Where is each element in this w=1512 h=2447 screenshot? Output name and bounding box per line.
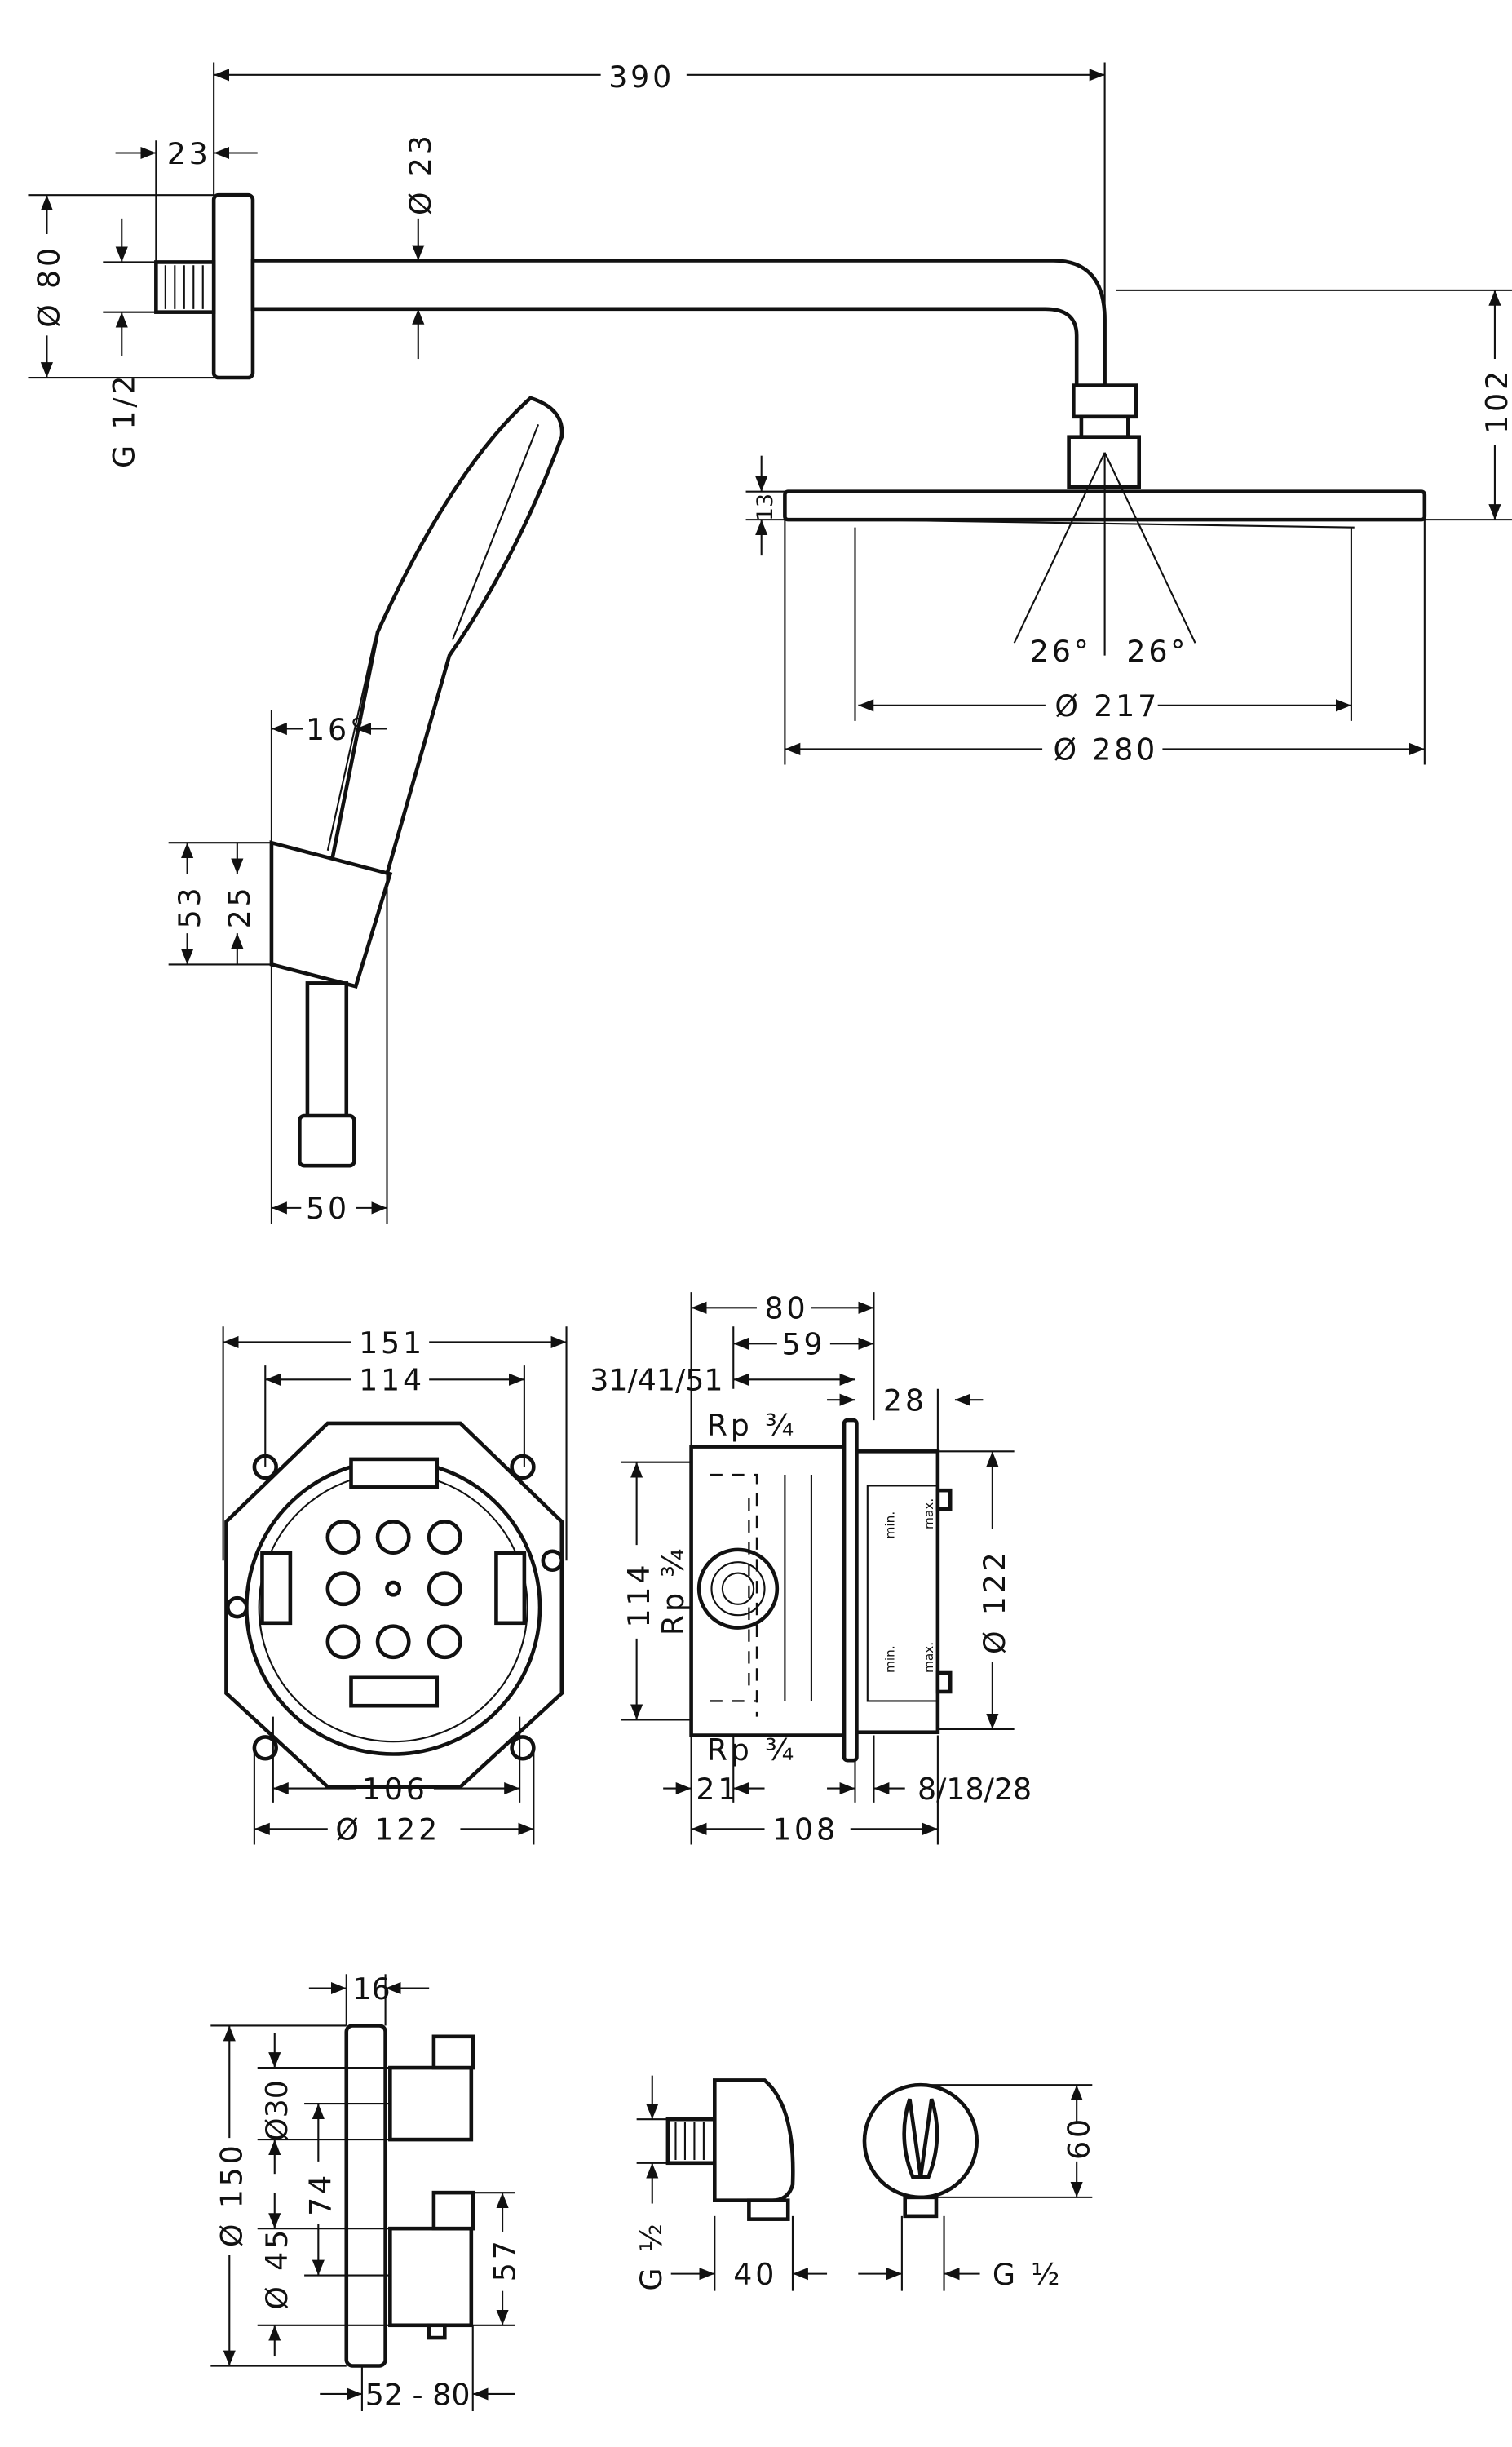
label-rp-side: Rp ¾: [656, 1546, 691, 1635]
wall-holder: [269, 840, 393, 989]
dim-spray-angle-right: 26°: [1126, 634, 1188, 669]
port-holes: [325, 1520, 462, 1660]
wall-flange: [211, 192, 255, 380]
dim-side-108: 108: [772, 1812, 838, 1847]
dim-outlet-thread-right: G ½: [993, 2257, 1063, 2292]
dim-knob-bottom: Ø 45: [259, 2227, 294, 2310]
dim-thread: G 1/2: [107, 373, 142, 468]
dim-outlet-thread: G ½: [634, 2220, 669, 2290]
label-min-2: min.: [882, 1645, 897, 1673]
hand-shower-view: 16° 53 25 50: [168, 396, 564, 1226]
dim-spray-angle-left: 26°: [1030, 634, 1092, 669]
shower-arm: [250, 259, 1107, 389]
dim-head-thickness: 13: [753, 493, 778, 521]
dim-side-8-18-28: 8/18/28: [917, 1772, 1032, 1807]
dim-side-21: 21: [696, 1772, 740, 1807]
dim-plate-diameter: Ø 150: [214, 2142, 250, 2247]
dim-flange-diameter: Ø 80: [32, 245, 67, 328]
label-rp-top: Rp ¾: [707, 1408, 797, 1443]
dim-head-diameter: Ø 280: [1053, 732, 1158, 768]
dim-flange-depth: 23: [167, 136, 211, 171]
label-min-1: min.: [882, 1511, 897, 1539]
dim-plate-16: 16: [352, 1971, 390, 2007]
dim-side-80: 80: [765, 1291, 809, 1326]
dim-plate-depth: 52 - 80: [365, 2377, 471, 2412]
wall-outlet-view: G ½ 40 G ½ 60: [634, 2075, 1096, 2292]
dim-side-diameter: Ø 122: [977, 1549, 1012, 1654]
knob-bottom: [388, 2226, 474, 2328]
arm-nut: [1072, 383, 1138, 419]
dim-side-depths: 31/41/51: [590, 1363, 723, 1398]
dim-holder-inner: 25: [222, 884, 257, 928]
dim-holder-width: 50: [306, 1191, 350, 1226]
trim-plate: [344, 2024, 387, 2368]
outlet-elbow: [713, 2078, 795, 2202]
dim-knob-spacing: 74: [303, 2172, 338, 2216]
dim-box-width: 151: [359, 1325, 425, 1361]
thermostat-side-view: 16 Ø 150 Ø30 74 Ø 45 57 52 - 80: [210, 1971, 522, 2412]
dim-arm-diameter: Ø 23: [403, 132, 438, 215]
dim-spray-diameter: Ø 217: [1054, 688, 1160, 723]
hand-shower: [328, 396, 564, 876]
dim-knob-57: 57: [487, 2237, 522, 2281]
label-rp-bottom: Rp ¾: [707, 1732, 797, 1768]
dim-box-inner: 114: [359, 1363, 425, 1398]
dim-head-height: 102: [1479, 368, 1512, 434]
install-box-front: 151 114 106 Ø 122: [222, 1325, 568, 1847]
dim-hand-angle: 16°: [306, 712, 368, 747]
shower-arm-view: 390 23 Ø 23 Ø 80 G 1/2 102 13 26° 26° Ø …: [28, 60, 1512, 768]
label-max-1: max.: [922, 1498, 936, 1529]
dim-holder-height: 53: [172, 884, 207, 928]
hose-nut: [298, 1113, 356, 1168]
install-box-side: min. max. min. max. 80 59 31/41/51 28 Rp…: [590, 1291, 1032, 1847]
dim-outlet-40: 40: [733, 2257, 777, 2292]
dim-knob-top: Ø30: [259, 2080, 294, 2141]
dim-side-59: 59: [782, 1327, 826, 1362]
dim-side-28: 28: [883, 1383, 927, 1418]
dim-outlet-60: 60: [1061, 2116, 1096, 2160]
dim-box-bottom-diameter: Ø 122: [335, 1812, 440, 1847]
outlet-front: [862, 2082, 979, 2200]
dim-side-114: 114: [621, 1562, 657, 1628]
dim-box-bottom-inner: 106: [362, 1772, 428, 1807]
dim-arm-length: 390: [608, 60, 674, 95]
knob-top: [388, 2065, 474, 2142]
hose: [305, 981, 349, 1120]
label-max-2: max.: [922, 1642, 936, 1673]
